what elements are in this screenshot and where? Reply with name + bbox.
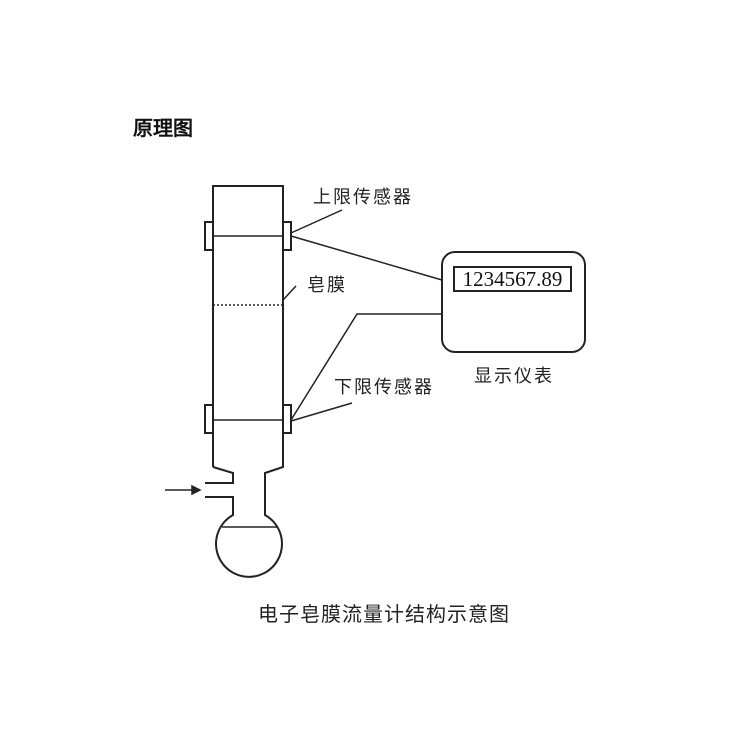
display-meter-label: 显示仪表 [474, 366, 554, 387]
soap-film-label: 皂膜 [307, 275, 347, 296]
lower-sensor [204, 404, 292, 434]
display-meter-box [441, 251, 586, 353]
upper-sensor [204, 221, 292, 251]
leader-lines [282, 209, 353, 422]
diagram-caption: 电子皂膜流量计结构示意图 [258, 602, 510, 626]
page-title: 原理图 [133, 116, 193, 140]
display-readout: 1234567.89 [453, 266, 572, 292]
tube [205, 185, 284, 578]
signal-wires [290, 235, 443, 421]
upper-sensor-label: 上限传感器 [313, 187, 413, 208]
lower-sensor-label: 下限传感器 [334, 377, 434, 398]
inlet-arrow [165, 484, 202, 496]
